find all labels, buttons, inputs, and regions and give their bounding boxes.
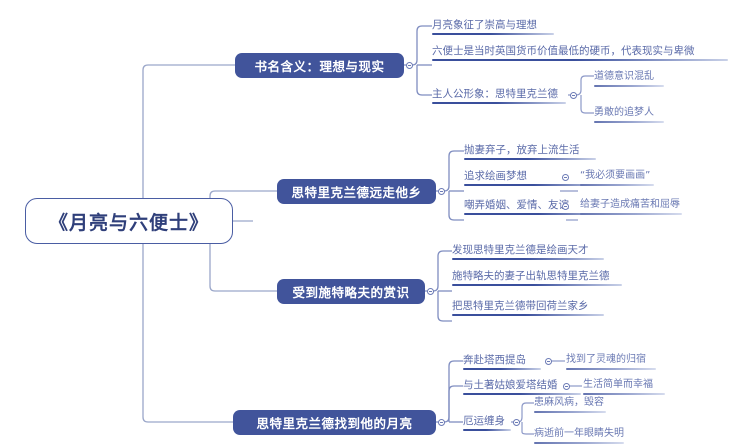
item-underline [463,392,581,395]
item-underline [464,157,596,160]
collapse-toggle-icon[interactable] [545,358,552,365]
leaf-item-label: 奔赴塔西提岛 [463,354,526,366]
branch-node-3-label: 受到施特略夫的赏识 [292,285,410,300]
item-underline [594,85,664,87]
leaf-item[interactable]: 月亮象征了崇高与理想 [432,18,554,35]
leaf-item[interactable]: 抛妻弃子，放弃上流生活 [464,143,596,160]
item-underline [452,257,604,260]
leaf-item[interactable]: 把思特里克兰德带回荷兰家乡 [452,299,604,316]
leaf-item[interactable]: “我必须要画画” [580,169,654,186]
leaf-item-label: 找到了灵魂的归宿 [566,354,646,365]
leaf-item[interactable]: 发现思特里克兰德是绘画天才 [452,243,604,260]
item-underline [463,367,541,370]
item-underline [534,411,606,413]
branch-node-2-label: 思特里克兰德远走他乡 [291,185,422,200]
leaf-item[interactable]: 与土著姑娘爱塔结婚 [463,378,581,395]
collapse-toggle-icon[interactable] [438,188,445,195]
collapse-toggle-icon[interactable] [513,419,520,426]
leaf-item-label: 嘲弄婚姻、爱情、友谊 [464,199,569,211]
mindmap-canvas: 《月亮与六便士》 书名含义：理想与现实 月亮象征了崇高与理想 六便士是当时英国货… [25,18,728,444]
collapse-toggle-icon[interactable] [427,288,434,295]
leaf-item-label: 给妻子造成痛苦和屈辱 [580,199,680,210]
leaf-item[interactable]: 主人公形象：思特里克兰德 [432,87,566,104]
item-underline [432,58,728,61]
root-node[interactable]: 《月亮与六便士》 [25,198,233,244]
leaf-item-label: 患麻风病，毁容 [534,397,604,408]
leaf-item-label: 主人公形象：思特里克兰德 [432,88,558,100]
branch-node-1[interactable]: 书名含义：理想与现实 [235,53,404,78]
leaf-item-label: 病逝前一年眼睛失明 [534,428,624,439]
item-underline [580,184,654,186]
item-underline [464,212,619,215]
leaf-item[interactable]: 嘲弄婚姻、爱情、友谊 [464,198,619,215]
item-underline [566,368,656,370]
leaf-item-label: 施特略夫的妻子出轨思特里克兰德 [452,270,610,282]
leaf-item-label: 六便士是当时英国货币价值最低的硬币，代表现实与卑微 [432,45,695,57]
branch-node-2[interactable]: 思特里克兰德远走他乡 [277,179,436,204]
leaf-item[interactable]: 奔赴塔西提岛 [463,353,541,370]
branch-node-1-label: 书名含义：理想与现实 [254,59,385,74]
item-underline [452,313,604,316]
leaf-item-label: 生活简单而幸福 [583,379,653,390]
leaf-item[interactable]: 施特略夫的妻子出轨思特里克兰德 [452,269,622,286]
leaf-item[interactable]: 道德意识混乱 [594,70,664,87]
item-underline [594,121,664,123]
item-underline [583,393,665,395]
item-underline [452,283,622,286]
leaf-item-label: 道德意识混乱 [594,71,654,82]
leaf-item-label: 厄运缠身 [463,415,505,427]
leaf-item[interactable]: 六便士是当时英国货币价值最低的硬币，代表现实与卑微 [432,44,728,61]
leaf-item-label: 发现思特里克兰德是绘画天才 [452,244,589,256]
branch-node-3[interactable]: 受到施特略夫的赏识 [277,279,425,304]
branch-node-4[interactable]: 思特里克兰德找到他的月亮 [233,410,436,435]
leaf-item-label: 追求绘画梦想 [464,170,527,182]
collapse-toggle-icon[interactable] [562,174,569,181]
collapse-toggle-icon[interactable] [562,203,569,210]
collapse-toggle-icon[interactable] [563,383,570,390]
leaf-item[interactable]: 找到了灵魂的归宿 [566,353,656,370]
leaf-item-label: 与土著姑娘爱塔结婚 [463,379,558,391]
collapse-toggle-icon[interactable] [406,62,413,69]
root-node-label: 《月亮与六便士》 [48,211,209,234]
item-underline [463,428,511,431]
leaf-item-label: “我必须要画画” [580,170,651,181]
leaf-item-label: 把思特里克兰德带回荷兰家乡 [452,300,589,312]
branch-node-4-label: 思特里克兰德找到他的月亮 [256,416,413,431]
item-underline [464,183,609,186]
leaf-item[interactable]: 厄运缠身 [463,414,511,431]
leaf-item-label: 抛妻弃子，放弃上流生活 [464,144,580,156]
collapse-toggle-icon[interactable] [570,92,577,99]
leaf-item[interactable]: 病逝前一年眼睛失明 [534,427,624,444]
item-underline [580,213,682,215]
item-underline [432,101,566,104]
leaf-item-label: 勇敢的追梦人 [594,107,654,118]
leaf-item[interactable]: 患麻风病，毁容 [534,396,606,413]
leaf-item[interactable]: 勇敢的追梦人 [594,106,664,123]
leaf-item[interactable]: 生活简单而幸福 [583,378,665,395]
leaf-item-label: 月亮象征了崇高与理想 [432,19,537,31]
collapse-toggle-icon[interactable] [438,419,445,426]
leaf-item[interactable]: 给妻子造成痛苦和屈辱 [580,198,682,215]
item-underline [432,32,554,35]
leaf-item[interactable]: 追求绘画梦想 [464,169,609,186]
